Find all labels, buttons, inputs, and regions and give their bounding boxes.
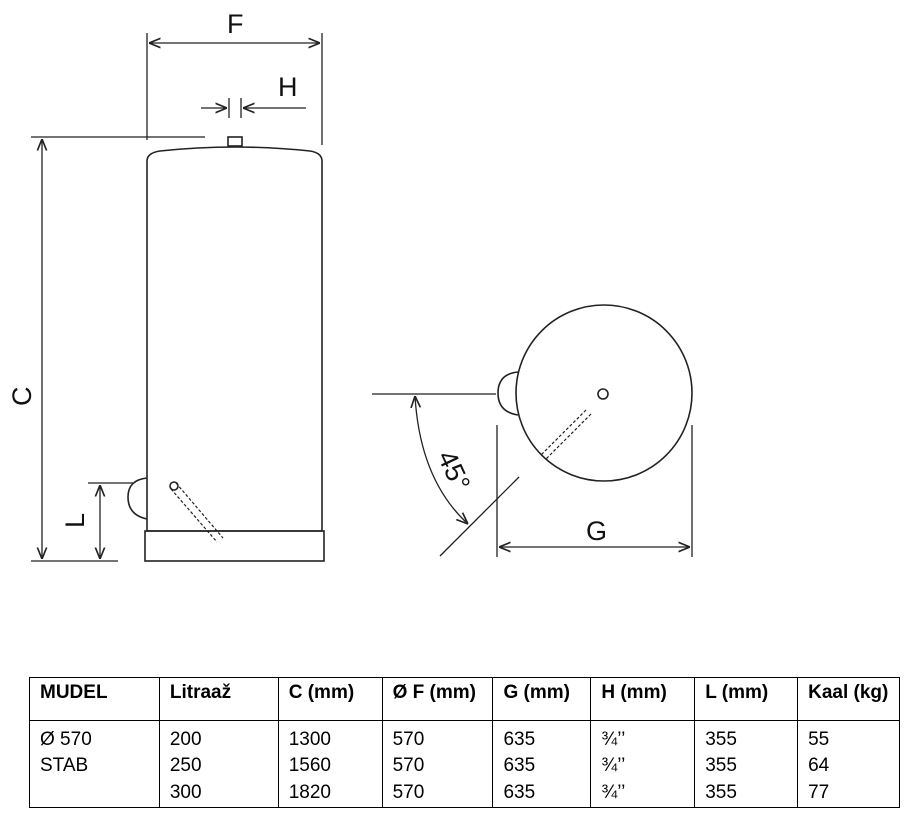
table-cell: 355 (694, 753, 799, 780)
dimension-F (146, 33, 323, 145)
label-L: L (60, 513, 90, 528)
table-cell: 355 (694, 780, 799, 808)
col-header: C (mm) (277, 677, 383, 721)
dimension-L (88, 482, 133, 559)
spec-table: MUDEL Litraaž C (mm) Ø F (mm) G (mm) H (… (29, 677, 900, 808)
table-cell: 77 (797, 780, 900, 808)
label-G: G (586, 516, 607, 546)
table-cell: 64 (797, 753, 900, 780)
table-cell: 570 (381, 780, 494, 808)
col-header: G (mm) (492, 677, 592, 721)
label-F: F (227, 9, 244, 39)
col-header: H (mm) (590, 677, 696, 721)
angle-dimension (372, 393, 520, 557)
table-row: Ø 570 200 1300 570 635 ¾’’ 355 55 (29, 720, 900, 753)
table-cell (29, 780, 160, 808)
col-header: Kaal (kg) (797, 677, 900, 721)
table-header-row: MUDEL Litraaž C (mm) Ø F (mm) G (mm) H (… (29, 677, 900, 721)
table-cell: 635 (492, 720, 592, 753)
top-view (497, 304, 693, 482)
label-C: C (7, 387, 37, 407)
tank-top-circle (515, 304, 693, 482)
table-cell: ¾’’ (590, 720, 696, 753)
table-cell: 55 (797, 720, 900, 753)
front-view (127, 136, 325, 562)
top-connection (227, 136, 243, 147)
table-row: 300 1820 570 635 ¾’’ 355 77 (29, 780, 900, 808)
side-port (127, 477, 148, 520)
table-cell: 635 (492, 753, 592, 780)
label-angle: 45° (432, 446, 476, 496)
table-cell: 1300 (277, 720, 383, 753)
table-cell: Ø 570 (29, 720, 160, 753)
label-H: H (278, 72, 298, 102)
dimension-H (201, 98, 306, 118)
tank-base (144, 530, 325, 562)
table-cell: 635 (492, 780, 592, 808)
table-cell: 250 (158, 753, 279, 780)
col-header: L (mm) (694, 677, 799, 721)
table-cell: 570 (381, 753, 494, 780)
table-cell: 1560 (277, 753, 383, 780)
technical-drawing: F H C L 45° G (7, 9, 693, 562)
table-cell: 355 (694, 720, 799, 753)
table-cell: ¾’’ (590, 753, 696, 780)
table-cell: STAB (29, 753, 160, 780)
col-header: Litraaž (158, 677, 279, 721)
table-cell: 570 (381, 720, 494, 753)
table-cell: 200 (158, 720, 279, 753)
table-row: STAB 250 1560 570 635 ¾’’ 355 64 (29, 753, 900, 780)
table-cell: 300 (158, 780, 279, 808)
tank-body (146, 146, 323, 532)
top-view-port (497, 371, 519, 416)
col-header: MUDEL (29, 677, 160, 721)
table-cell: 1820 (277, 780, 383, 808)
table-cell: ¾’’ (590, 780, 696, 808)
dimension-C (31, 136, 205, 562)
col-header: Ø F (mm) (381, 677, 494, 721)
dimension-G (496, 425, 693, 557)
